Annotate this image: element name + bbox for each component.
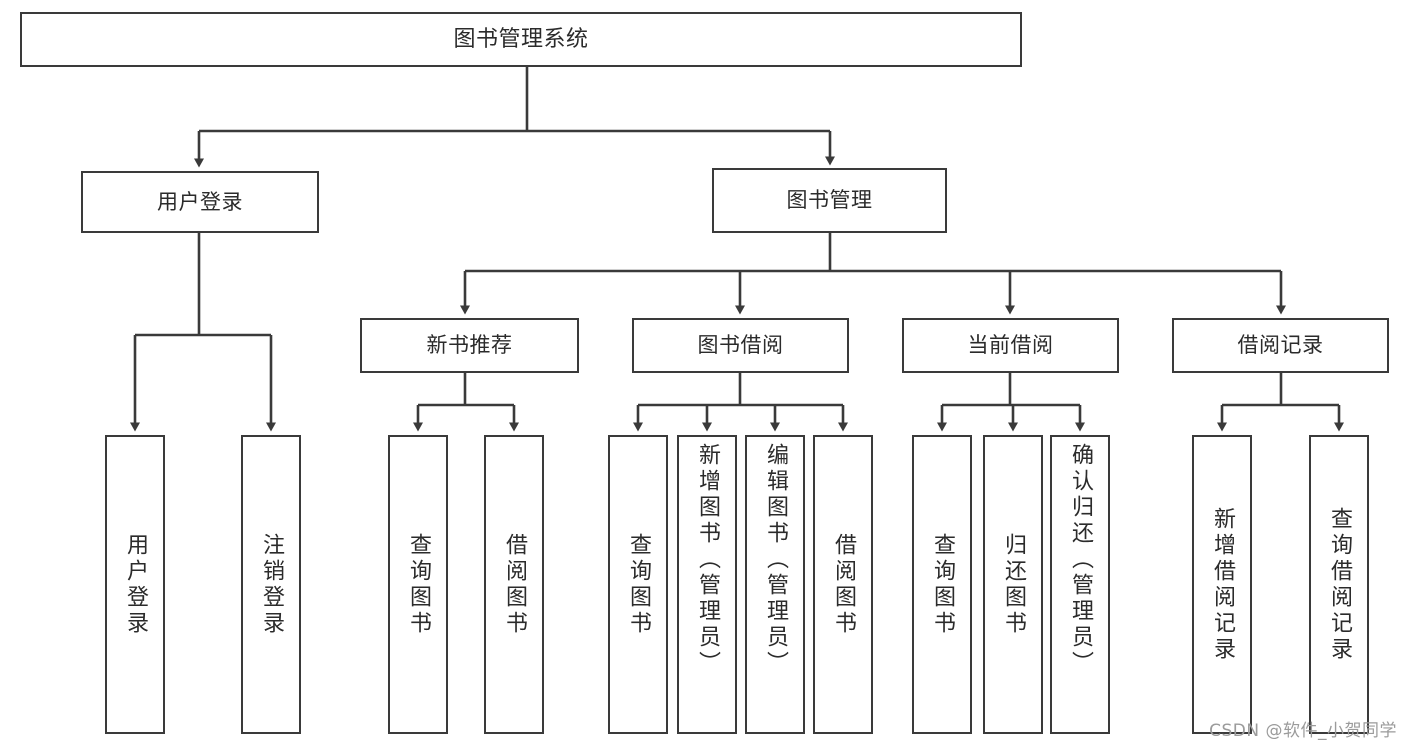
leaf-borrow-book-recommend-label: 借阅图书 — [502, 532, 527, 637]
leaf-logout[interactable]: 注销登录 — [241, 435, 301, 734]
leaf-edit-book-admin-label: 编辑图书（管理员） — [763, 443, 788, 677]
node-borrow-record-label: 借阅记录 — [1237, 333, 1324, 358]
leaf-query-book-recommend[interactable]: 查询图书 — [388, 435, 448, 734]
node-root-label: 图书管理系统 — [453, 26, 589, 52]
node-new-book-recommend-label: 新书推荐 — [426, 333, 513, 358]
node-book-borrow[interactable]: 图书借阅 — [632, 318, 849, 373]
leaf-add-book-admin[interactable]: 新增图书（管理员） — [677, 435, 737, 734]
leaf-query-book-borrow-label: 查询图书 — [626, 532, 651, 637]
leaf-add-borrow-record-label: 新增借阅记录 — [1210, 506, 1235, 663]
leaf-user-login[interactable]: 用户登录 — [105, 435, 165, 734]
leaf-edit-book-admin[interactable]: 编辑图书（管理员） — [745, 435, 805, 734]
leaf-borrow-book[interactable]: 借阅图书 — [813, 435, 873, 734]
node-book-borrow-label: 图书借阅 — [697, 333, 784, 358]
node-current-borrow[interactable]: 当前借阅 — [902, 318, 1119, 373]
leaf-user-login-label: 用户登录 — [123, 532, 148, 637]
node-book-management[interactable]: 图书管理 — [712, 168, 947, 233]
leaf-borrow-book-label: 借阅图书 — [831, 532, 856, 637]
node-book-management-label: 图书管理 — [786, 188, 873, 213]
leaf-query-book-current-label: 查询图书 — [930, 532, 955, 637]
leaf-query-borrow-record[interactable]: 查询借阅记录 — [1309, 435, 1369, 734]
leaf-query-borrow-record-label: 查询借阅记录 — [1327, 506, 1352, 663]
csdn-watermark: CSDN @软件_小贺同学 — [1209, 721, 1397, 741]
leaf-confirm-return-admin-label: 确认归还（管理员） — [1068, 443, 1093, 677]
leaf-query-book-recommend-label: 查询图书 — [406, 532, 431, 637]
leaf-confirm-return-admin[interactable]: 确认归还（管理员） — [1050, 435, 1110, 734]
node-user-login-label: 用户登录 — [157, 189, 243, 214]
leaf-add-borrow-record[interactable]: 新增借阅记录 — [1192, 435, 1252, 734]
leaf-return-book[interactable]: 归还图书 — [983, 435, 1043, 734]
leaf-return-book-label: 归还图书 — [1001, 532, 1026, 637]
node-current-borrow-label: 当前借阅 — [967, 333, 1054, 358]
leaf-logout-label: 注销登录 — [259, 532, 284, 637]
node-root[interactable]: 图书管理系统 — [20, 12, 1022, 67]
leaf-borrow-book-recommend[interactable]: 借阅图书 — [484, 435, 544, 734]
node-new-book-recommend[interactable]: 新书推荐 — [360, 318, 579, 373]
leaf-add-book-admin-label: 新增图书（管理员） — [695, 443, 720, 677]
leaf-query-book-borrow[interactable]: 查询图书 — [608, 435, 668, 734]
node-borrow-record[interactable]: 借阅记录 — [1172, 318, 1389, 373]
node-user-login[interactable]: 用户登录 — [81, 171, 319, 233]
leaf-query-book-current[interactable]: 查询图书 — [912, 435, 972, 734]
